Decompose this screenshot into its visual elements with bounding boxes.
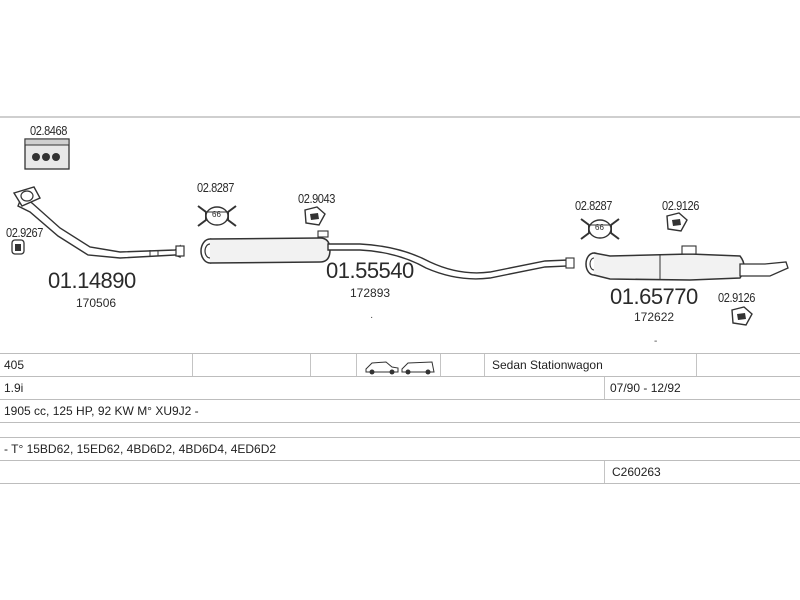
col-divider bbox=[484, 354, 485, 376]
col-divider bbox=[440, 354, 441, 376]
rear-section-part[interactable] bbox=[585, 245, 789, 281]
bracket-box-code: 02.8468 bbox=[30, 123, 67, 138]
middle-section-code: 01.55540 bbox=[326, 258, 414, 283]
front-pipe-code: 01.14890 bbox=[48, 268, 136, 293]
col-divider bbox=[604, 377, 605, 399]
stationwagon-icon bbox=[401, 361, 435, 375]
top-divider bbox=[0, 116, 800, 118]
table-top-border bbox=[0, 353, 800, 354]
clamp-1-label: 66 bbox=[212, 210, 221, 219]
body-type-cell: Sedan Stationwagon bbox=[492, 358, 603, 372]
date-range-cell: 07/90 - 12/92 bbox=[610, 381, 681, 395]
mount-2-part[interactable] bbox=[666, 212, 688, 232]
engine-cell: 1.9i bbox=[4, 381, 24, 395]
specs-cell: 1905 cc, 125 HP, 92 KW M° XU9J2 - bbox=[4, 404, 199, 418]
col-divider bbox=[356, 354, 357, 376]
clamp-2-label: 66 bbox=[595, 223, 604, 232]
middle-section-part[interactable] bbox=[200, 230, 575, 280]
mount-1-code: 02.9043 bbox=[298, 191, 335, 206]
col-divider bbox=[604, 461, 605, 483]
col-divider bbox=[696, 354, 697, 376]
front-pipe-part[interactable] bbox=[12, 186, 185, 259]
front-clip-part[interactable] bbox=[11, 239, 25, 255]
sedan-icon bbox=[365, 361, 399, 375]
types-cell: - T° 15BD62, 15ED62, 4BD6D2, 4BD6D4, 4ED… bbox=[4, 442, 277, 456]
middle-section-subcode: 172893 bbox=[350, 286, 391, 300]
mount-2-code: 02.9126 bbox=[662, 198, 699, 213]
col-divider bbox=[310, 354, 311, 376]
bracket-box-part[interactable] bbox=[24, 138, 70, 170]
front-clip-code: 02.9267 bbox=[6, 225, 43, 240]
marker-dot: · bbox=[370, 312, 374, 323]
clamp-1-part[interactable] bbox=[197, 205, 237, 227]
model-cell: 405 bbox=[4, 358, 25, 372]
mount-3-part[interactable] bbox=[731, 306, 753, 326]
catalog-code-cell: C260263 bbox=[612, 465, 661, 479]
table-row: 1905 cc, 125 HP, 92 KW M° XU9J2 - bbox=[0, 400, 800, 423]
clamp-2-code: 02.8287 bbox=[575, 198, 612, 213]
table-row: 405 Sedan Stationwagon bbox=[0, 354, 800, 377]
rear-section-subcode: 172622 bbox=[634, 310, 675, 324]
clamp-2-part[interactable] bbox=[580, 218, 620, 240]
table-row: C260263 bbox=[0, 461, 800, 484]
clamp-1-code: 02.8287 bbox=[197, 180, 234, 195]
table-row: - T° 15BD62, 15ED62, 4BD6D2, 4BD6D4, 4ED… bbox=[0, 438, 800, 461]
rear-section-code: 01.65770 bbox=[610, 284, 698, 309]
mount-3-code: 02.9126 bbox=[718, 290, 755, 305]
mount-1-part[interactable] bbox=[304, 206, 326, 226]
front-pipe-subcode: 170506 bbox=[76, 296, 117, 310]
col-divider bbox=[192, 354, 193, 376]
table-row bbox=[0, 423, 800, 438]
table-row: 1.9i 07/90 - 12/92 bbox=[0, 377, 800, 400]
marker-dot-2: - bbox=[654, 336, 658, 347]
